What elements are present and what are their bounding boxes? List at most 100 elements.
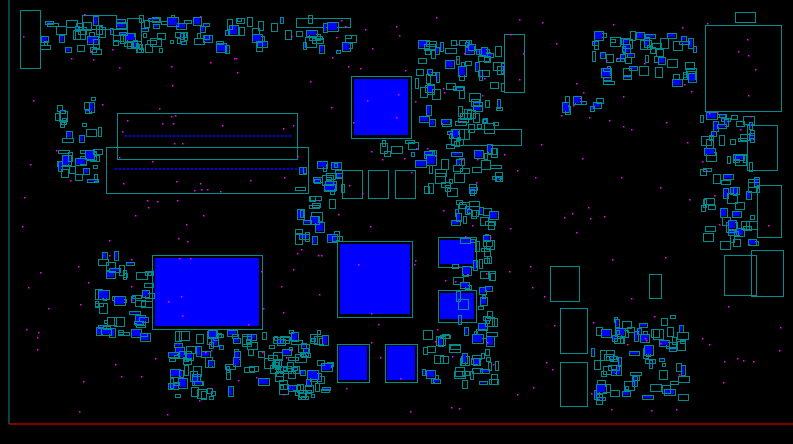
- passive-component: [478, 306, 484, 310]
- passive-component: [216, 43, 227, 53]
- passive-component: [303, 42, 307, 50]
- pad: [461, 239, 469, 242]
- via: [71, 58, 73, 60]
- pad: [230, 26, 237, 34]
- via: [519, 79, 521, 81]
- passive-component: [256, 41, 263, 52]
- passive-component: [465, 61, 472, 66]
- passive-component: [298, 344, 310, 353]
- via: [30, 164, 32, 166]
- passive-component: [465, 42, 469, 48]
- ic-package: [438, 237, 477, 268]
- via: [148, 207, 150, 209]
- via: [203, 215, 205, 217]
- passive-component: [315, 383, 320, 392]
- via: [205, 352, 207, 354]
- passive-component: [75, 29, 86, 40]
- via: [510, 228, 512, 230]
- passive-component: [307, 370, 319, 380]
- passive-component: [273, 337, 284, 344]
- via: [458, 266, 460, 268]
- passive-component: [740, 134, 750, 141]
- pad: [470, 188, 476, 189]
- pad: [635, 332, 637, 340]
- passive-component: [427, 69, 433, 75]
- pad: [126, 34, 134, 40]
- passive-component: [150, 38, 162, 47]
- passive-component: [77, 45, 85, 52]
- passive-component: [311, 394, 315, 398]
- pad: [226, 31, 227, 34]
- passive-component: [462, 371, 470, 376]
- via: [493, 364, 495, 366]
- via: [168, 301, 170, 303]
- passive-component: [87, 179, 99, 183]
- via: [187, 241, 189, 243]
- connector-pin: [193, 135, 195, 137]
- passive-component: [719, 135, 725, 146]
- via: [753, 361, 755, 363]
- pad: [602, 330, 610, 336]
- passive-component: [107, 317, 117, 326]
- passive-component: [562, 102, 570, 113]
- pad: [120, 33, 126, 34]
- via: [199, 400, 201, 402]
- pad: [457, 88, 462, 89]
- via: [284, 177, 286, 179]
- ic-package: [342, 170, 363, 199]
- passive-component: [594, 360, 601, 370]
- pad: [576, 102, 585, 103]
- passive-component: [627, 53, 635, 58]
- via: [70, 180, 72, 182]
- connector-pin: [225, 135, 227, 137]
- via: [319, 200, 321, 202]
- via: [181, 296, 183, 298]
- passive-component: [299, 390, 307, 398]
- pad: [281, 18, 282, 22]
- connector-pin: [283, 168, 285, 170]
- passive-component: [144, 283, 154, 288]
- pad: [187, 354, 192, 359]
- passive-component: [236, 18, 245, 24]
- pad: [420, 117, 428, 121]
- passive-component: [327, 234, 338, 243]
- connector-pin: [153, 135, 155, 137]
- passive-component: [700, 169, 707, 176]
- via: [665, 257, 667, 259]
- pad: [142, 29, 147, 30]
- passive-component: [622, 321, 632, 329]
- via: [682, 27, 684, 29]
- connector-pin: [185, 135, 187, 137]
- passive-component: [135, 300, 146, 307]
- via: [40, 272, 42, 274]
- via: [472, 225, 474, 227]
- connector-pin: [247, 168, 249, 170]
- via: [174, 143, 176, 145]
- passive-component: [334, 163, 338, 168]
- passive-component: [194, 381, 204, 386]
- passive-component: [629, 351, 640, 356]
- passive-component: [317, 330, 321, 335]
- connector-pin: [143, 168, 145, 170]
- passive-component: [645, 34, 656, 39]
- connector-pin: [285, 135, 287, 137]
- via: [443, 88, 445, 90]
- via: [510, 34, 512, 36]
- pad: [473, 335, 482, 342]
- via: [371, 151, 373, 153]
- pad: [430, 120, 434, 125]
- passive-component: [486, 336, 495, 347]
- via: [152, 161, 154, 163]
- passive-component: [468, 124, 475, 133]
- passive-component: [608, 365, 620, 371]
- via: [210, 62, 212, 64]
- passive-component: [324, 184, 336, 192]
- passive-component: [341, 184, 345, 193]
- passive-component: [169, 358, 176, 362]
- passive-component: [204, 35, 210, 40]
- pad: [601, 53, 604, 57]
- pad: [621, 55, 624, 60]
- via: [747, 39, 749, 41]
- via: [702, 161, 704, 163]
